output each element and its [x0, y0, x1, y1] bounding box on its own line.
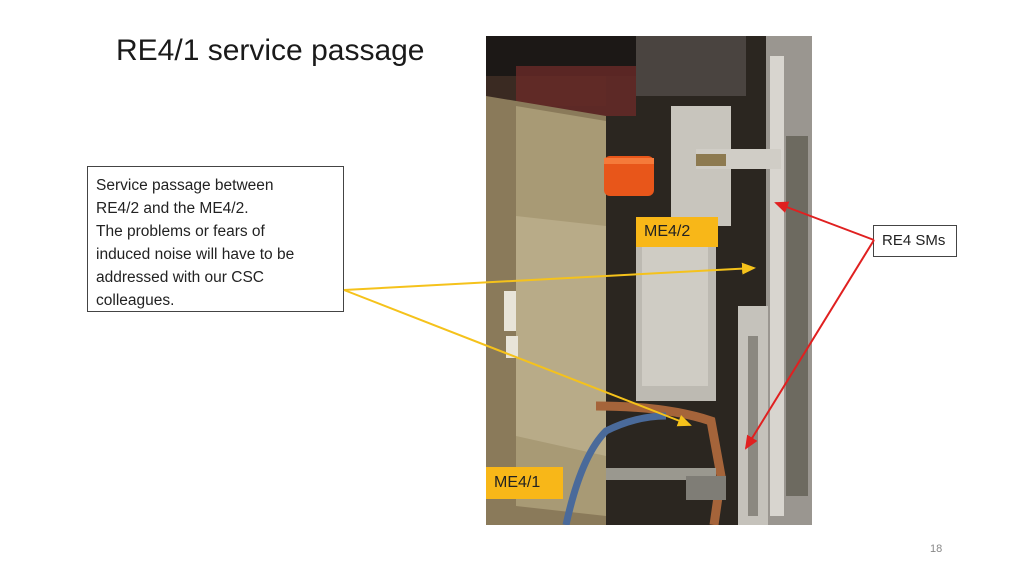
callout-line: Service passage between: [96, 177, 274, 194]
me41-label: ME4/1: [486, 467, 563, 499]
callout-line: addressed with our CSC: [96, 269, 264, 286]
callout-line: The problems or fears of: [96, 223, 265, 240]
callout-line: induced noise will have to be: [96, 246, 295, 263]
callout-line: RE4/2 and the ME4/2.: [96, 200, 249, 217]
callout-box: Service passage between RE4/2 and the ME…: [87, 166, 344, 312]
re4-sms-label: RE4 SMs: [873, 225, 957, 257]
slide-title: RE4/1 service passage: [116, 34, 425, 67]
me42-label: ME4/2: [636, 217, 718, 247]
page-number: 18: [930, 543, 943, 555]
detector-photo: [486, 36, 812, 525]
callout-line: colleagues.: [96, 292, 175, 309]
